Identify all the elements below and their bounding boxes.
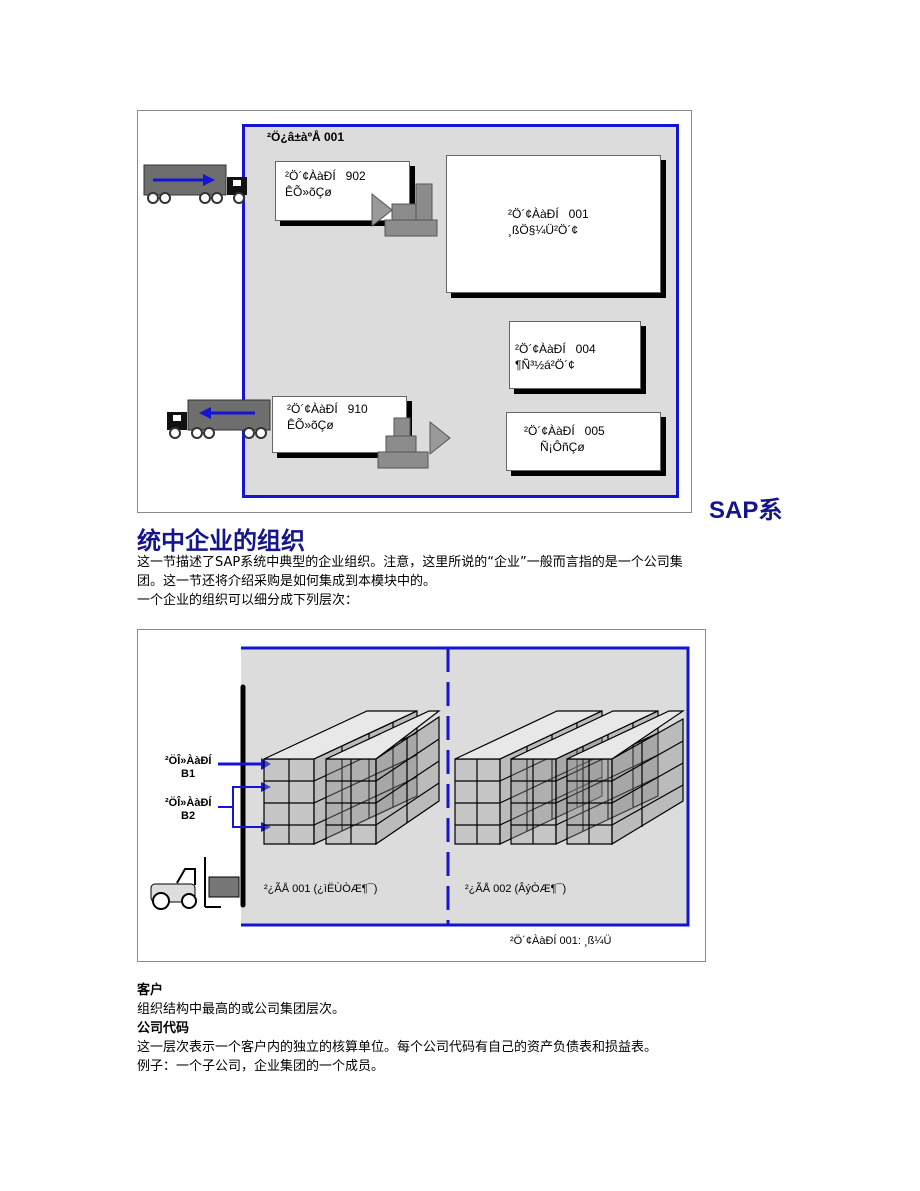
storage-type-001-card: ²Ö´¢ÀàÐÍ 001 ¸ßÖ§¼Ü²Ö´¢ bbox=[446, 155, 661, 293]
storage-type-910-code: ²Ö´¢ÀàÐÍ 910 bbox=[287, 402, 368, 416]
storage-type-902-code: ²Ö´¢ÀàÐÍ 902 bbox=[285, 169, 366, 183]
storage-type-910-name: ÊÕ»õÇø bbox=[287, 418, 334, 432]
client-title: 客户 bbox=[137, 983, 164, 998]
warehouse-number-label: ²Ö¿â±àºÅ 001 bbox=[267, 130, 344, 144]
storage-type-005-card: ²Ö´¢ÀàÐÍ 005 Ñ¡ÔñÇø bbox=[506, 412, 661, 471]
company-code-title: 公司代码 bbox=[137, 1021, 190, 1036]
section-heading-part1: SAP系 bbox=[709, 497, 783, 524]
storage-type-004-code: ²Ö´¢ÀàÐÍ 004 bbox=[515, 342, 596, 356]
intro-line-2: 团。这一节还将介绍采购是如何集成到本模块中的。 bbox=[137, 574, 437, 589]
company-code-text: 这一层次表示一个客户内的独立的核算单位。每个公司代码有自己的资产负债表和损益表。 bbox=[137, 1040, 658, 1055]
storage-section-002-label: ²¿ÃÅ 002 (ÂýÒÆ¶¯) bbox=[465, 883, 567, 895]
storage-type-005-name: Ñ¡ÔñÇø bbox=[540, 440, 585, 454]
incoming-truck-icon bbox=[143, 164, 247, 204]
storage-type-004-name: ¶Ñ³½á²Ö´¢ bbox=[515, 358, 575, 372]
storage-type-902-name: ÊÕ»õÇø bbox=[285, 185, 332, 199]
boxes-stack-icon bbox=[377, 417, 451, 469]
storage-type-004-card: ²Ö´¢ÀàÐÍ 004 ¶Ñ³½á²Ö´¢ bbox=[509, 321, 641, 389]
storage-bin-type-b1-code: B1 bbox=[181, 768, 196, 780]
company-code-example: 例子：一个子公司，企业集团的一个成员。 bbox=[137, 1059, 385, 1074]
storage-type-005-code: ²Ö´¢ÀàÐÍ 005 bbox=[524, 424, 605, 438]
storage-bin-type-b2-label: ²ÖÎ»ÀàÐÍ bbox=[165, 797, 212, 809]
client-text: 组织结构中最高的或公司集团层次。 bbox=[137, 1002, 346, 1017]
outgoing-truck-icon bbox=[167, 399, 271, 439]
section-heading-part2: 统中企业的组织 bbox=[137, 528, 305, 555]
intro-line-1: 这一节描述了SAP系统中典型的企业组织。注意，这里所说的“企业”一般而言指的是一… bbox=[137, 555, 683, 570]
storage-type-001-name: ¸ßÖ§¼Ü²Ö´¢ bbox=[508, 223, 579, 237]
storage-section-001-label: ²¿ÃÅ 001 (¿ìËÙÒÆ¶¯) bbox=[264, 883, 378, 895]
storage-type-footer-label: ²Ö´¢ÀàÐÍ 001: ¸ß¼Ü bbox=[510, 935, 612, 947]
intro-line-3: 一个企业的组织可以细分成下列层次： bbox=[137, 593, 359, 608]
storage-bin-type-b1-label: ²ÖÎ»ÀàÐÍ bbox=[165, 755, 212, 767]
storage-type-001-code: ²Ö´¢ÀàÐÍ 001 bbox=[508, 207, 589, 221]
boxes-stack-icon bbox=[371, 183, 438, 237]
forklift-icon bbox=[150, 857, 240, 910]
storage-section-diagram bbox=[150, 646, 690, 927]
storage-bin-type-b2-code: B2 bbox=[181, 810, 196, 822]
storage-type-910-card: ²Ö´¢ÀàÐÍ 910 ÊÕ»õÇø bbox=[272, 396, 407, 453]
